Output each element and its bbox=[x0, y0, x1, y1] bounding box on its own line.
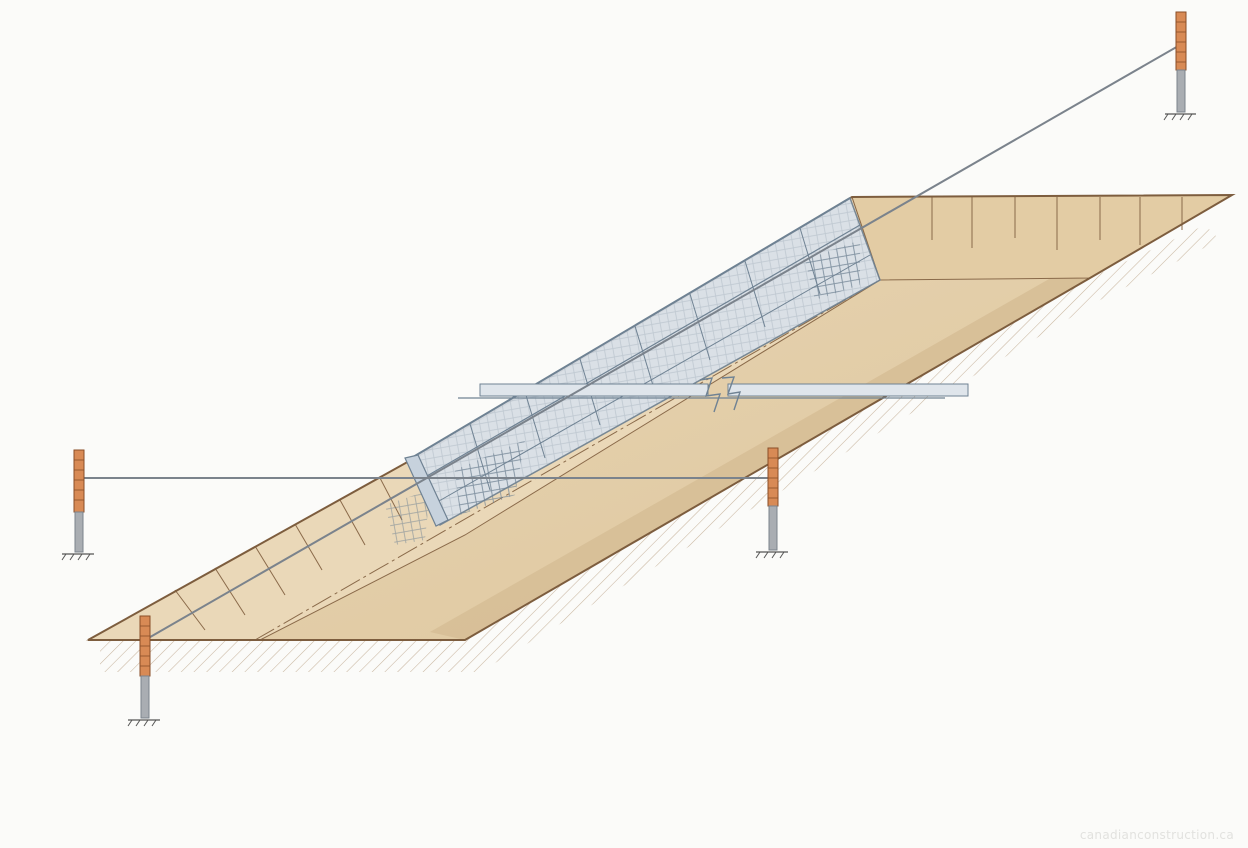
stake-middle bbox=[755, 447, 788, 559]
stake-left bbox=[61, 449, 94, 561]
trench-near-wall bbox=[430, 195, 1232, 640]
stake-near bbox=[127, 615, 160, 727]
string-lines bbox=[80, 44, 1181, 641]
mesh-end-plate bbox=[404, 454, 449, 527]
stake-far bbox=[1163, 11, 1196, 121]
break-symbol bbox=[699, 377, 722, 413]
end-wall-ticks bbox=[931, 197, 1183, 250]
floor-line bbox=[254, 279, 881, 641]
trench-end-wall bbox=[851, 194, 1234, 281]
string-line-long bbox=[144, 44, 1181, 641]
watermark: canadianconstruction.ca bbox=[1079, 828, 1234, 842]
mesh-section bbox=[385, 196, 881, 545]
cross-beam bbox=[458, 376, 969, 413]
